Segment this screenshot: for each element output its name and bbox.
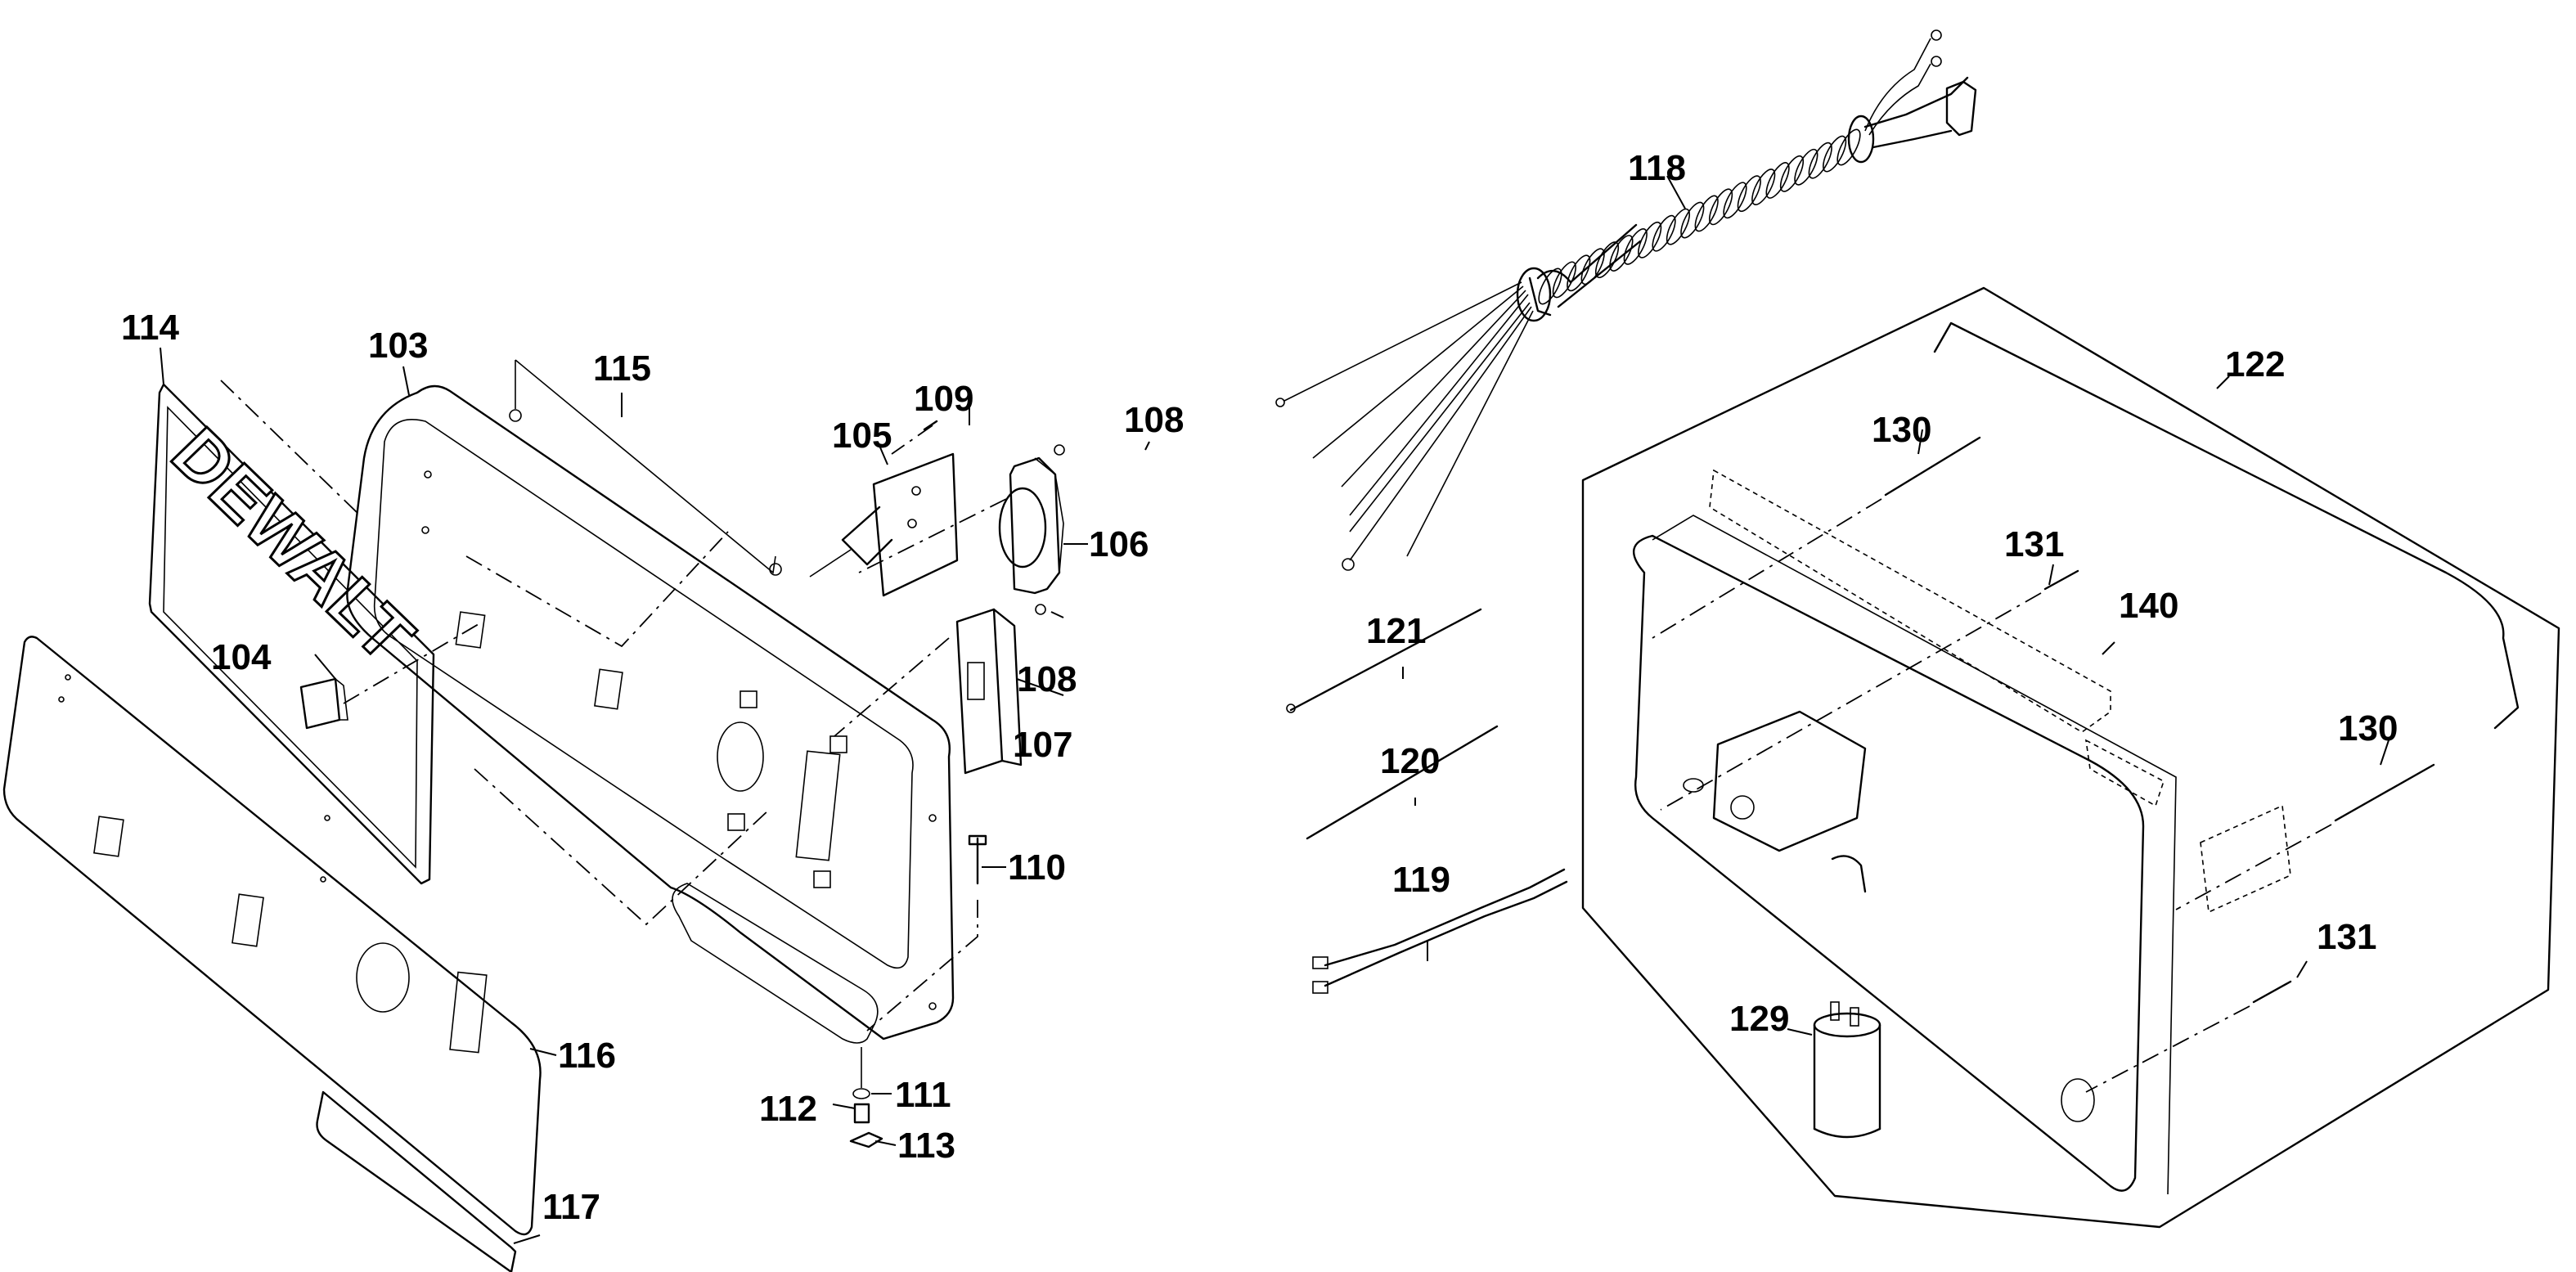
callout-labels: 114 103 115 105 109 108 106 108 107 104 …	[121, 148, 2398, 1227]
harness-sleeve-ring	[1623, 228, 1648, 265]
callout-114: 114	[121, 308, 180, 348]
callout-119: 119	[1392, 860, 1450, 900]
jumper-wire-part	[1306, 725, 1499, 840]
bolt-part	[968, 834, 987, 885]
callout-129: 129	[1729, 999, 1789, 1039]
harness-sleeve-ring	[1552, 261, 1576, 299]
callout-130-right: 130	[2338, 708, 2398, 748]
callout-140: 140	[2119, 586, 2178, 626]
callout-111: 111	[895, 1075, 951, 1115]
callout-120: 120	[1380, 741, 1440, 781]
twist-lock-receptacle-part	[998, 444, 1065, 595]
short-bolt-part-a	[2043, 569, 2079, 591]
harness-sleeve-ring	[1836, 128, 1861, 166]
nameplate-logo-part: DEWALT	[148, 383, 435, 885]
harness-sleeve-ring	[1765, 162, 1790, 199]
leader-lines	[160, 175, 2389, 1244]
long-bolt-part-b	[2334, 763, 2435, 822]
control-panel-part	[346, 384, 955, 1044]
harness-sleeve-ring	[1680, 201, 1705, 239]
harness-sleeve-ring	[1609, 235, 1634, 272]
harness-sleeve-ring	[1751, 169, 1776, 205]
callout-131-right: 131	[2317, 917, 2376, 957]
callout-117: 117	[542, 1187, 600, 1227]
callout-113: 113	[897, 1126, 955, 1166]
callout-116: 116	[558, 1036, 616, 1076]
harness-sleeve-ring	[1580, 248, 1605, 285]
callout-108-bottom: 108	[1017, 659, 1077, 699]
circuit-breaker-part	[809, 452, 959, 597]
long-bolt-part-a	[1884, 436, 1981, 497]
nut-part	[853, 1103, 870, 1124]
callout-118: 118	[1628, 148, 1686, 188]
callout-109: 109	[914, 379, 973, 419]
harness-sleeve-ring	[1666, 208, 1691, 245]
callout-103: 103	[368, 326, 428, 366]
harness-sleeve-ring	[1538, 267, 1562, 305]
harness-sleeve-ring	[1823, 135, 1847, 173]
callout-121: 121	[1366, 611, 1426, 651]
callout-130-top: 130	[1872, 410, 1931, 450]
harness-sleeve-ring	[1638, 221, 1662, 258]
callout-105: 105	[832, 416, 892, 456]
callout-115: 115	[593, 348, 651, 389]
gfci-receptacle-part	[955, 604, 1046, 775]
wing-nut-part	[849, 1131, 883, 1148]
lead-wire-pair-part	[1324, 868, 1568, 987]
control-box-housing-part	[1581, 286, 2560, 1229]
rocker-switch-part	[299, 677, 348, 730]
harness-sleeve-ring	[1652, 214, 1676, 252]
ground-wire-part	[1289, 608, 1482, 712]
breaker-screw-part	[923, 420, 938, 431]
wire-harness-part	[1275, 29, 1977, 571]
callout-108-top: 108	[1124, 400, 1184, 440]
harness-sleeve-ring	[1808, 142, 1832, 179]
harness-sleeve-ring	[1723, 182, 1747, 219]
harness-sleeve-ring	[1694, 195, 1719, 232]
short-bolt-part-b	[2252, 980, 2292, 1004]
harness-sleeve-ring	[1708, 188, 1733, 226]
harness-sleeve-ring	[1794, 148, 1818, 186]
washer-part	[852, 1088, 870, 1099]
callout-110: 110	[1008, 847, 1066, 888]
callout-122: 122	[2225, 344, 2285, 384]
harness-sleeve-ring	[1779, 155, 1805, 192]
label-decal-part	[316, 1090, 517, 1272]
harness-sleeve-ring	[1567, 254, 1591, 292]
harness-sleeve-ring	[1737, 175, 1761, 213]
panel-decal-part	[2, 636, 542, 1236]
callout-131-top: 131	[2004, 524, 2064, 564]
capacitor-part	[1813, 1001, 1881, 1139]
callout-107: 107	[1013, 725, 1072, 765]
panel-nuts-bracket	[515, 359, 776, 574]
callout-104: 104	[211, 637, 272, 677]
callout-106: 106	[1089, 524, 1149, 564]
callout-112: 112	[759, 1089, 817, 1129]
harness-sleeve-ring	[1594, 241, 1620, 279]
dewalt-logo-text: DEWALT	[156, 412, 429, 676]
